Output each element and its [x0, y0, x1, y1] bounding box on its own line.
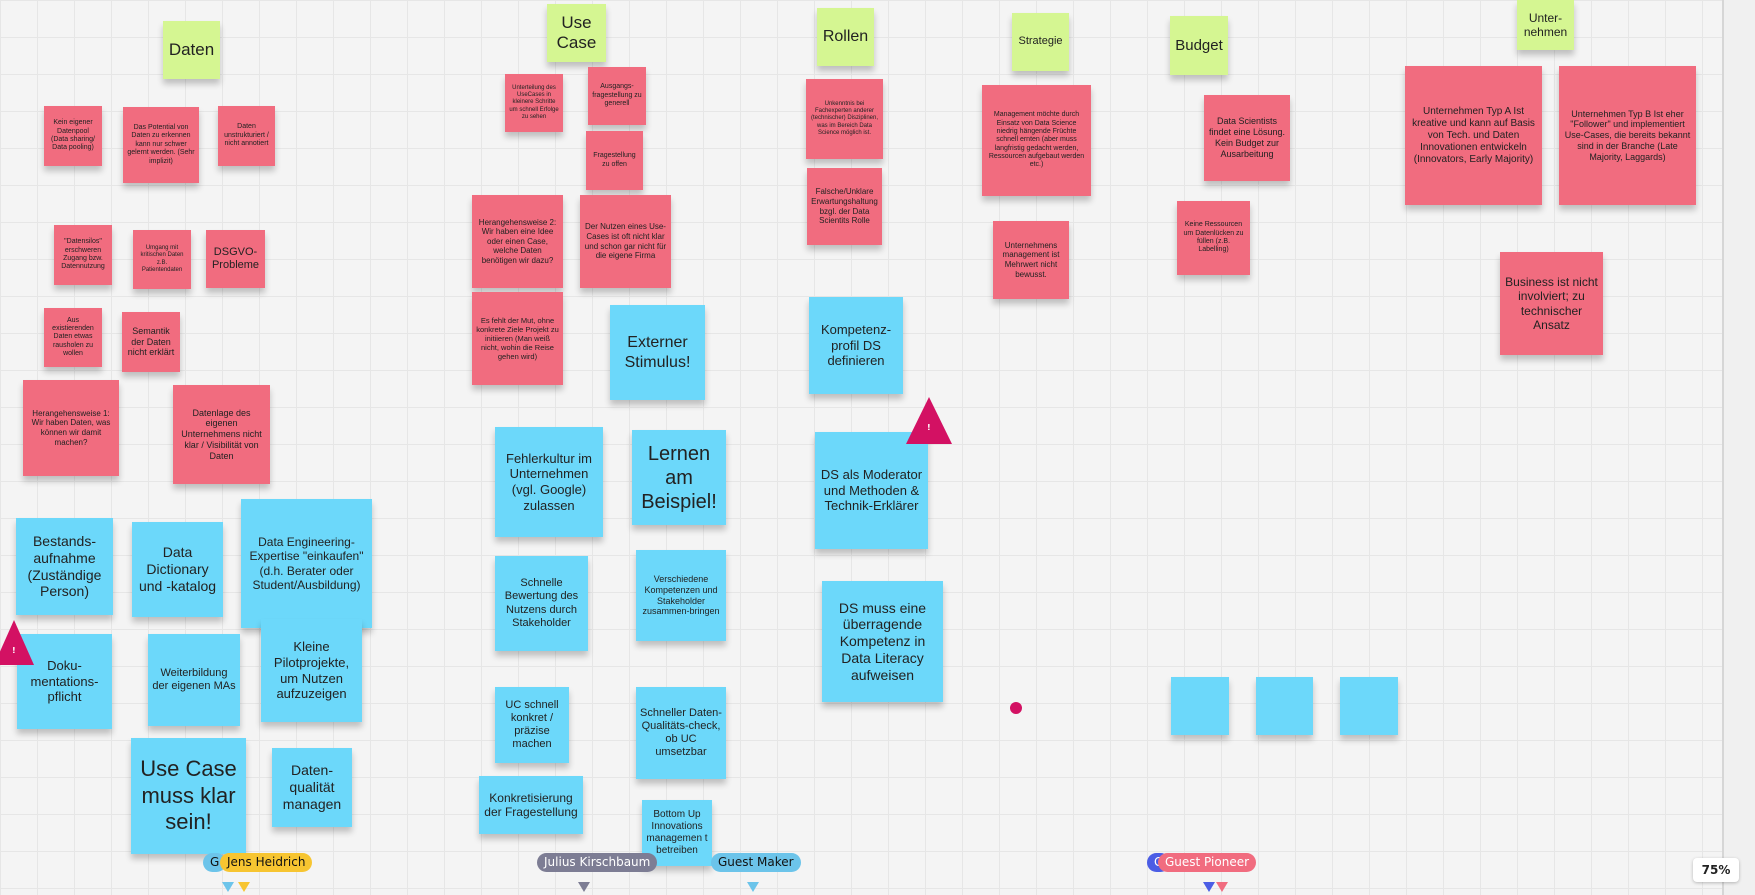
whiteboard-canvas[interactable]: Daten Use Case Rollen Strategie Budget Unter-… — [0, 0, 1722, 890]
sticky-note[interactable]: Data Dictionary und -katalog — [132, 522, 223, 617]
sticky-note[interactable]: UC schnell konkret / präzise machen — [495, 687, 569, 763]
zoom-level-indicator[interactable]: 75% — [1693, 858, 1739, 882]
cursor-arrow-icon — [1203, 882, 1215, 892]
header-strategie[interactable]: Strategie — [1012, 13, 1069, 71]
sticky-note[interactable]: Semantik der Daten nicht erklärt — [122, 312, 180, 372]
sticky-note[interactable]: Unkenntnis bei Fachexperten anderer (tec… — [806, 79, 883, 159]
sticky-note[interactable]: Kein eigener Datenpool (Data sharing/ Da… — [44, 106, 102, 166]
sticky-note[interactable]: Herangehensweise 2: Wir haben eine Idee … — [472, 195, 563, 288]
cursor-arrow-icon — [578, 882, 590, 892]
sticky-note[interactable]: Der Nutzen eines Use-Cases ist oft nicht… — [580, 195, 671, 288]
sticky-note[interactable]: Es fehlt der Mut, ohne konkrete Ziele Pr… — [472, 292, 563, 385]
sticky-note[interactable]: Lernen am Beispiel! — [632, 430, 726, 525]
cursor-arrow-icon — [222, 882, 234, 892]
warning-icon[interactable]: ! — [0, 620, 34, 665]
sticky-note[interactable]: Schnelle Bewertung des Nutzens durch Sta… — [495, 556, 588, 651]
header-unternehmen[interactable]: Unter- nehmen — [1517, 0, 1574, 50]
sticky-note[interactable]: "Datensilos" erschweren Zugang bzw. Date… — [54, 225, 112, 285]
sticky-note[interactable]: Daten-qualität managen — [272, 748, 352, 827]
sticky-note[interactable]: Ausgangs-fragestellung zu generell — [588, 67, 646, 125]
warning-icon[interactable]: ! — [906, 397, 952, 444]
canvas-scrollbar[interactable] — [1722, 0, 1755, 895]
sticky-note[interactable]: Fehlerkultur im Unternehmen (vgl. Google… — [495, 427, 603, 537]
sticky-note[interactable]: Data Scientists findet eine Lösung. Kein… — [1204, 95, 1290, 181]
cursor-arrow-icon — [1216, 882, 1228, 892]
cursor-label: Guest Pioneer — [1158, 853, 1257, 872]
sticky-note[interactable]: Keine Ressourcen um Datenlücken zu fülle… — [1177, 201, 1250, 275]
sticky-note[interactable]: Management möchte durch Einsatz von Data… — [982, 85, 1091, 196]
sticky-note[interactable]: Use Case muss klar sein! — [131, 738, 246, 854]
sticky-note[interactable]: Verschiedene Kompetenzen und Stakeholder… — [636, 550, 726, 641]
sticky-note[interactable]: Externer Stimulus! — [610, 305, 705, 400]
sticky-note[interactable]: Umgang mit kritischen Daten z.B. Patient… — [133, 230, 191, 289]
sticky-note[interactable]: Fragestellung zu offen — [586, 131, 643, 190]
sticky-note[interactable]: Konkretisierung der Fragestellung — [479, 776, 583, 834]
sticky-note[interactable]: Schneller Daten-Qualitäts-check, ob UC u… — [636, 687, 726, 779]
header-use-case[interactable]: Use Case — [547, 4, 606, 62]
sticky-note[interactable]: Kompetenz-profil DS definieren — [809, 297, 903, 394]
sticky-note[interactable]: Unternehmens management ist Mehrwert nic… — [993, 221, 1069, 299]
sticky-note[interactable]: Datenlage des eigenen Unternehmens nicht… — [173, 385, 270, 484]
cursor-label: Julius Kirschbaum — [537, 853, 658, 872]
sticky-note[interactable]: Kleine Pilotprojekte, um Nutzen aufzuzei… — [261, 619, 362, 722]
sticky-note[interactable]: Das Potential von Daten zu erkennen kann… — [123, 107, 199, 183]
sticky-note[interactable]: Unterteilung des UseCases in kleinere Sc… — [505, 74, 563, 132]
sticky-note[interactable]: DS als Moderator und Methoden & Technik-… — [815, 432, 928, 549]
sticky-note[interactable]: Data Engineering-Expertise "einkaufen" (… — [241, 499, 372, 628]
sticky-note[interactable]: Unternehmen Typ A Ist kreative und kann … — [1405, 66, 1542, 205]
sticky-note[interactable] — [1340, 677, 1398, 735]
marker-dot[interactable] — [1010, 702, 1022, 714]
sticky-note[interactable]: DSGVO-Probleme — [206, 230, 265, 288]
sticky-note[interactable]: Aus existierenden Daten etwas rausholen … — [44, 308, 102, 367]
cursor-arrow-icon — [238, 882, 250, 892]
sticky-note[interactable]: Unternehmen Typ B Ist eher "Follower" un… — [1559, 66, 1696, 205]
sticky-note[interactable]: Business ist nicht involviert; zu techni… — [1500, 252, 1603, 355]
sticky-note[interactable] — [1171, 677, 1229, 735]
sticky-note[interactable]: Weiterbildung der eigenen MAs — [148, 634, 240, 726]
header-rollen[interactable]: Rollen — [817, 8, 874, 66]
sticky-note[interactable]: DS muss eine überragende Kompetenz in Da… — [822, 581, 943, 702]
sticky-note[interactable]: Falsche/Unklare Erwartungshaltung bzgl. … — [807, 168, 882, 245]
sticky-note[interactable]: Herangehensweise 1: Wir haben Daten, was… — [23, 380, 119, 476]
cursor-label: Guest Maker — [711, 853, 801, 872]
sticky-note[interactable]: Bestands-aufnahme (Zuständige Person) — [16, 518, 113, 615]
header-budget[interactable]: Budget — [1170, 16, 1228, 75]
cursor-arrow-icon — [747, 882, 759, 892]
sticky-note[interactable] — [1256, 677, 1313, 735]
sticky-note[interactable]: Daten unstrukturiert / nicht annotiert — [218, 106, 275, 166]
cursor-label: Jens Heidrich — [220, 853, 313, 872]
header-daten[interactable]: Daten — [163, 21, 220, 79]
